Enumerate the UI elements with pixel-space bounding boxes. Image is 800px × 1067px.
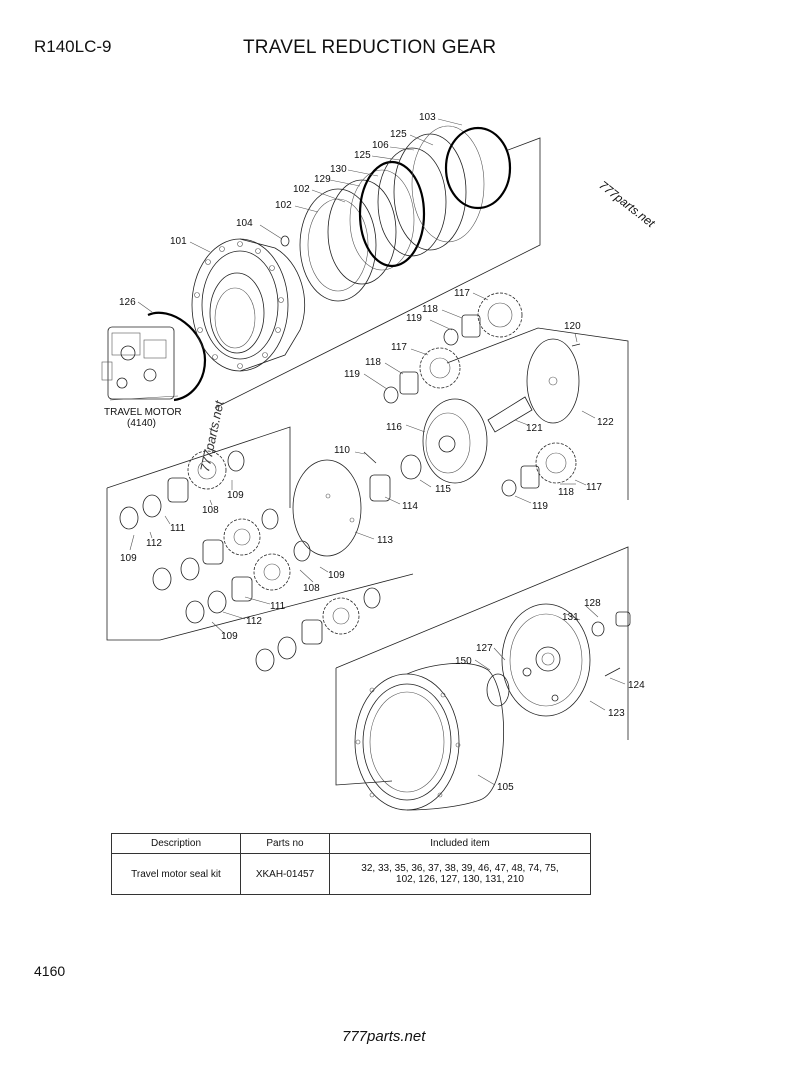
callout-114: 114 [402,501,418,512]
cell-description: Travel motor seal kit [111,853,241,895]
callout-131: 131 [562,612,579,623]
model-code: R140LC-9 [34,37,112,56]
callout-109: 109 [328,570,345,581]
callout-105: 105 [497,782,514,793]
bearing-rings-drawing [299,125,512,302]
callout-106: 106 [372,140,389,151]
callout-129: 129 [314,174,331,185]
header-description: Description [111,833,241,854]
callout-102: 102 [293,184,310,195]
callout-101: 101 [170,236,187,247]
callout-115: 115 [435,484,451,495]
planet-gear-cluster-drawing [119,450,381,672]
callout-103: 103 [419,112,436,123]
callout-109: 109 [221,631,238,642]
callout-125: 125 [354,150,371,161]
watermark-bottom: 777parts.net [342,1028,426,1045]
page-number: 4160 [34,963,66,979]
hub-101-drawing [191,235,306,372]
cell-included-items: 32, 33, 35, 36, 37, 38, 39, 46, 47, 48, … [329,853,591,895]
cell-parts-no: XKAH-01457 [240,853,330,895]
table-header-row: Description Parts no Included item [111,833,591,854]
travel-motor-ref: (4140) [127,418,156,429]
callout-121: 121 [526,423,543,434]
callout-119: 119 [532,501,548,512]
group-frame-lines [106,137,629,786]
callout-117: 117 [391,342,407,353]
travel-motor-caption: TRAVEL MOTOR [104,407,182,418]
callout-118: 118 [365,357,381,368]
callout-112: 112 [246,616,262,627]
callout-127: 127 [476,643,493,654]
callout-108: 108 [202,505,219,516]
callout-120: 120 [564,321,581,332]
header-parts-no: Parts no [240,833,330,854]
callout-104: 104 [236,218,253,229]
callout-109: 109 [227,490,244,501]
callout-125: 125 [390,129,407,140]
callout-102: 102 [275,200,292,211]
callout-108: 108 [303,583,320,594]
leader-lines [129,118,626,786]
callout-111: 111 [170,523,186,534]
callout-112: 112 [146,538,162,549]
callout-113: 113 [377,535,393,546]
callout-122: 122 [597,417,614,428]
travel-motor-drawing [101,311,207,402]
upper-gear-train-drawing [383,292,581,497]
callout-119: 119 [406,313,422,324]
callout-130: 130 [330,164,347,175]
callout-118: 118 [558,487,574,498]
callout-117: 117 [586,482,602,493]
carrier-assembly-drawing [292,398,488,557]
callout-123: 123 [608,708,625,719]
page-title: TRAVEL REDUCTION GEAR [243,37,497,58]
callout-128: 128 [584,598,601,609]
callout-117: 117 [454,288,470,299]
callout-110: 110 [334,445,350,456]
callout-119: 119 [344,369,360,380]
callout-126: 126 [119,297,136,308]
callout-116: 116 [386,422,402,433]
callout-109: 109 [120,553,137,564]
callout-124: 124 [628,680,645,691]
callout-118: 118 [422,304,438,315]
header-included-item: Included item [329,833,591,854]
callout-labels: 101 102 102 129 130 125 106 125 103 104 … [119,112,645,793]
included-items-line-1: 32, 33, 35, 36, 37, 38, 39, 46, 47, 48, … [361,863,559,874]
seal-kit-table: Description Parts no Included item Trave… [111,833,591,895]
callout-150: 150 [455,656,472,667]
drum-and-cover-drawing [354,603,631,811]
callout-111: 111 [270,601,286,612]
included-items-line-2: 102, 126, 127, 130, 131, 210 [396,874,524,885]
table-row: Travel motor seal kit XKAH-01457 32, 33,… [111,853,591,895]
